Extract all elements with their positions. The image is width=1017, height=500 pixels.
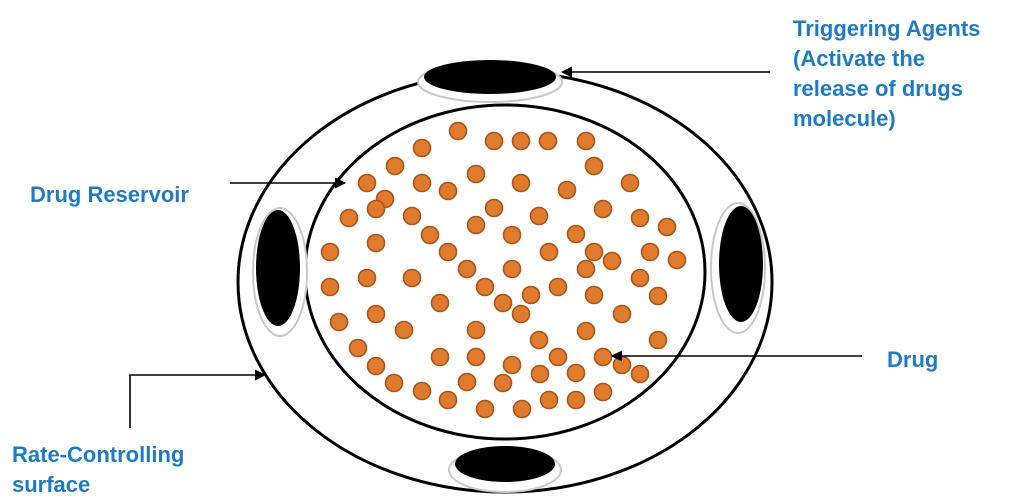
drug-molecule [495, 375, 512, 392]
drug-molecule [432, 295, 449, 312]
drug-molecule [595, 349, 612, 366]
drug-molecule [440, 183, 457, 200]
drug-molecule [404, 208, 421, 225]
drug-molecule [341, 210, 358, 227]
drug-molecule [486, 133, 503, 150]
drug-molecule [578, 261, 595, 278]
triggering-agent-top [418, 60, 562, 102]
drug-molecule [331, 314, 348, 331]
drug-molecule [659, 219, 676, 236]
drug-molecule [531, 332, 548, 349]
drug-molecule [550, 349, 567, 366]
rate-controlling-arrow [130, 375, 265, 428]
drug-molecule [440, 392, 457, 409]
drug-molecule [532, 366, 549, 383]
drug-molecule [359, 270, 376, 287]
drug-molecule [386, 375, 403, 392]
drug-molecule [414, 383, 431, 400]
drug-molecule [459, 261, 476, 278]
drug-molecule [468, 217, 485, 234]
drug-molecule [614, 357, 631, 374]
drug-molecule [632, 270, 649, 287]
drug-molecule [568, 392, 585, 409]
drug-molecule [578, 323, 595, 340]
triggering-agent-bottom [449, 446, 561, 492]
drug-molecule [650, 332, 667, 349]
drug-molecule [477, 401, 494, 418]
drug-molecule [595, 384, 612, 401]
drug-molecule [531, 208, 548, 225]
drug-molecule [504, 227, 521, 244]
drug-molecule [450, 123, 467, 140]
drug-molecule [586, 287, 603, 304]
drug-molecule [568, 365, 585, 382]
drug-molecule [586, 244, 603, 261]
drug-molecule [495, 295, 512, 312]
drug-molecule [578, 133, 595, 150]
drug-molecule [614, 306, 631, 323]
drug-molecule [595, 201, 612, 218]
drug-molecule [632, 210, 649, 227]
triggering-agents-label: Triggering Agents (Activate the release … [793, 14, 1013, 134]
drug-molecule [350, 340, 367, 357]
drug-molecule [414, 175, 431, 192]
drug-molecule [632, 366, 649, 383]
drug-molecule [477, 279, 494, 296]
drug-molecule [541, 244, 558, 261]
drug-molecule [523, 287, 540, 304]
drug-molecule [550, 279, 567, 296]
drug-molecule [504, 357, 521, 374]
drug-molecule [322, 244, 339, 261]
drug-molecule [468, 166, 485, 183]
drug-molecule [414, 140, 431, 157]
drug-molecule [322, 279, 339, 296]
drug-molecule [514, 401, 531, 418]
drug-label: Drug [887, 345, 938, 375]
drug-molecule [513, 175, 530, 192]
drug-molecule [468, 322, 485, 339]
drug-molecule [368, 306, 385, 323]
drug-molecule [559, 182, 576, 199]
drug-molecule [622, 175, 639, 192]
drug-molecule [432, 349, 449, 366]
rate-controlling-surface-label: Rate-Controlling surface [12, 440, 184, 500]
drug-molecule [459, 374, 476, 391]
drug-molecule [468, 349, 485, 366]
drug-molecule [513, 133, 530, 150]
drug-molecule [541, 392, 558, 409]
triggering-agent-right [711, 203, 765, 333]
triggering-agent-left [253, 208, 307, 336]
drug-molecule [387, 158, 404, 175]
drug-molecule [568, 226, 585, 243]
drug-molecule [486, 200, 503, 217]
drug-molecule [440, 244, 457, 261]
drug-molecule [642, 244, 659, 261]
drug-molecule [669, 252, 686, 269]
drug-molecule [586, 158, 603, 175]
drug-molecule [422, 227, 439, 244]
drug-molecule [404, 270, 421, 287]
drug-molecule [650, 288, 667, 305]
drug-molecule [368, 235, 385, 252]
drug-molecule [540, 133, 557, 150]
drug-molecule [368, 201, 385, 218]
drug-molecule [368, 358, 385, 375]
drug-molecule [359, 175, 376, 192]
drug-reservoir-label: Drug Reservoir [30, 180, 189, 210]
drug-molecule [504, 261, 521, 278]
drug-molecule [604, 253, 621, 270]
drug-molecule [513, 306, 530, 323]
drug-molecule [396, 322, 413, 339]
